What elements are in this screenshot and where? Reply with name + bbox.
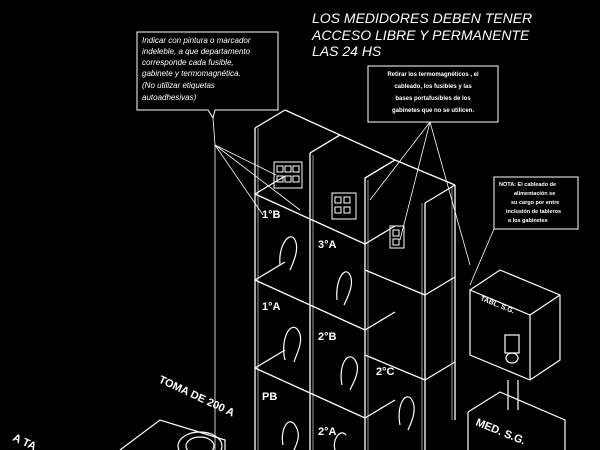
intake-box-outline (119, 419, 226, 450)
cable-3 (283, 326, 302, 363)
unit-labels: 1°B 3°A 1°A 2°B 2°C PB 2°A (262, 209, 395, 438)
leader-9 (469, 228, 495, 286)
breaker-panel-1 (273, 161, 303, 189)
breaker-panels (273, 161, 405, 249)
note-labeling-line-3: corresponde cada fusible, (142, 58, 234, 67)
label-unit-2a: 2°A (318, 426, 337, 438)
note-labeling-line-1: Indicar con pintura o marcador (142, 36, 251, 45)
heading-line-2: ACCESO LIBRE Y PERMANENTE (311, 27, 530, 43)
breaker-2c (334, 206, 342, 214)
label-med-sg: MED. S.G. (474, 417, 527, 448)
label-a-ta: A TA (11, 432, 38, 450)
note-right-line-4: inclusión de tableros (506, 209, 561, 215)
breaker-1b (284, 165, 292, 173)
breaker-1c (292, 165, 300, 173)
cable-5 (398, 396, 415, 431)
note-remove-line-1: Retirar los termomagnéticos , el (387, 72, 479, 78)
label-unit-2c: 2°C (376, 366, 395, 378)
note-remove: Retirar los termomagnéticos , el cablead… (367, 65, 499, 123)
breaker-1e (284, 175, 292, 183)
heading: LOS MEDIDORES DEBEN TENER ACCESO LIBRE Y… (311, 10, 532, 59)
breaker-panel-3 (389, 225, 405, 249)
label-unit-3a: 3°A (318, 239, 337, 251)
breaker-2d (343, 206, 351, 214)
tabl-sg-edge-1 (469, 289, 531, 316)
breaker-3a (392, 229, 400, 237)
leader-4 (214, 144, 264, 216)
note-right-line-3: su cargo por entre (511, 200, 559, 206)
breaker-panel-2 (331, 192, 357, 220)
label-unit-pb: PB (262, 391, 277, 403)
intake-cylinder-inner (185, 436, 215, 450)
leader-8 (399, 121, 431, 241)
intake-cylinder (177, 431, 223, 450)
cable-4 (340, 356, 359, 391)
cable-6 (281, 421, 299, 450)
label-toma: TOMA DE 200 A (157, 374, 237, 420)
intake-device (119, 419, 226, 450)
note-right: NOTA: El cableado de alimentación se su … (493, 176, 579, 230)
cabinet-column-2 (309, 134, 396, 450)
leader-6 (369, 121, 431, 201)
label-unit-1b: 1°B (262, 209, 281, 221)
tabl-sg-outline (469, 269, 561, 381)
note-remove-line-3: bases portafusibles de los (395, 96, 471, 102)
tabl-sg-edge-2 (529, 294, 561, 316)
tabl-sg-box (469, 269, 561, 410)
breaker-1d (276, 175, 284, 183)
tabl-sg-dial (505, 352, 519, 364)
leader-lines (212, 117, 495, 450)
breaker-1f (292, 175, 300, 183)
med-sg-box (467, 391, 566, 450)
med-sg-outline (467, 391, 566, 450)
note-right-line-2: alimentación se (514, 191, 555, 197)
note-right-line-5: a los gabinetes (508, 218, 548, 224)
note-labeling-frame (136, 31, 279, 120)
breaker-2a (334, 196, 342, 204)
heading-line-1: LOS MEDIDORES DEBEN TENER (312, 10, 532, 26)
note-remove-line-2: cableado, los fusibles y las (394, 84, 472, 90)
cabinet-column-3 (364, 159, 456, 450)
label-tabl-sg: TABL. S.G. (479, 295, 515, 315)
leader-1 (212, 117, 216, 146)
meter-cables (279, 236, 415, 450)
note-labeling-line-4: gabinete y termomagnética. (142, 69, 241, 78)
tabl-sg-breaker (504, 334, 520, 354)
note-labeling-line-5: (No utilizar etiquetas (142, 81, 215, 90)
note-labeling-line-6: autoadhesivas) (142, 93, 197, 102)
note-labeling: Indicar con pintura o marcador indeleble… (136, 31, 279, 120)
breaker-1a (276, 165, 284, 173)
note-labeling-line-2: indeleble, a que departamento (142, 47, 251, 56)
label-unit-1a: 1°A (262, 301, 281, 313)
leader-7 (429, 121, 471, 266)
note-remove-line-4: gabinetes que no se utilicen. (392, 108, 474, 114)
breaker-2b (343, 196, 351, 204)
heading-line-3: LAS 24 HS (312, 43, 382, 59)
leader-2 (214, 144, 277, 176)
note-right-frame (493, 176, 579, 230)
note-right-line-1: NOTA: El cableado de (499, 182, 556, 188)
cable-7 (333, 432, 347, 450)
label-unit-2b: 2°B (318, 331, 337, 343)
note-remove-frame (367, 65, 499, 123)
cable-1 (279, 236, 298, 271)
leader-3 (214, 144, 301, 211)
breaker-3b (392, 238, 400, 246)
cable-2 (336, 271, 353, 306)
edge-rails (257, 128, 453, 450)
